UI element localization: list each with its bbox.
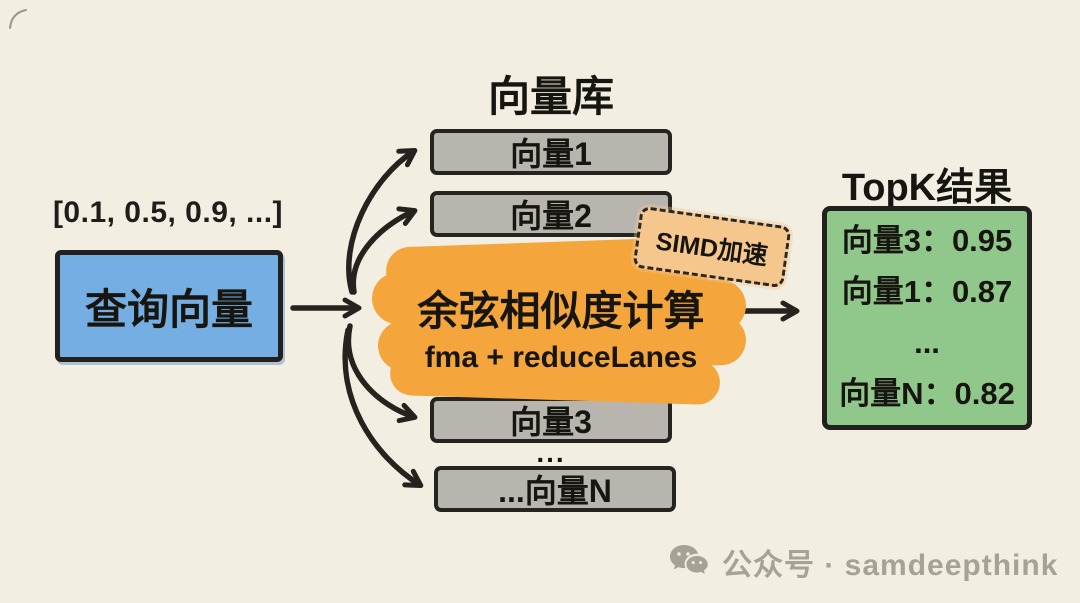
vector-box-1-label: 向量1	[510, 136, 592, 172]
vector-box-2-label: 向量2	[510, 198, 592, 234]
cosine-similarity-block: 余弦相似度计算 fma + reduceLanes	[371, 236, 750, 406]
topk-result-box: 向量3：0.95 向量1：0.87 ... 向量N：0.82	[822, 206, 1032, 430]
cosine-subtitle: fma + reduceLanes	[424, 341, 698, 374]
vector-library-ellipsis: ...	[536, 437, 566, 468]
vector-box-n: ...向量N	[434, 466, 676, 512]
topk-row: 向量N：0.82	[839, 375, 1015, 411]
topk-title: TopK结果	[841, 167, 1013, 209]
wechat-bubbles-icon	[670, 545, 708, 574]
watermark-text: 公众号 · samdeepthink	[722, 549, 1059, 582]
topk-row: 向量3：0.95	[841, 223, 1013, 259]
vector-box-3: 向量3	[430, 397, 672, 443]
simd-badge-label: SIMD加速	[654, 227, 770, 271]
vector-box-2: 向量2	[430, 191, 672, 237]
vector-box-n-label: ...向量N	[498, 473, 612, 509]
topk-row: ...	[914, 325, 940, 360]
vector-library-title: 向量库	[487, 73, 614, 120]
watermark: 公众号 · samdeepthink	[668, 540, 1058, 584]
vector-box-3-label: 向量3	[510, 404, 592, 440]
vector-box-1: 向量1	[430, 129, 672, 175]
query-vector-label: 查询向量	[84, 285, 253, 333]
topk-row: 向量1：0.87	[841, 274, 1013, 310]
query-vector-box: 查询向量	[55, 250, 283, 362]
corner-sketch-mark	[9, 9, 27, 29]
cosine-title: 余弦相似度计算	[417, 288, 705, 334]
query-vector-values: [0.1, 0.5, 0.9, ...]	[52, 196, 284, 229]
